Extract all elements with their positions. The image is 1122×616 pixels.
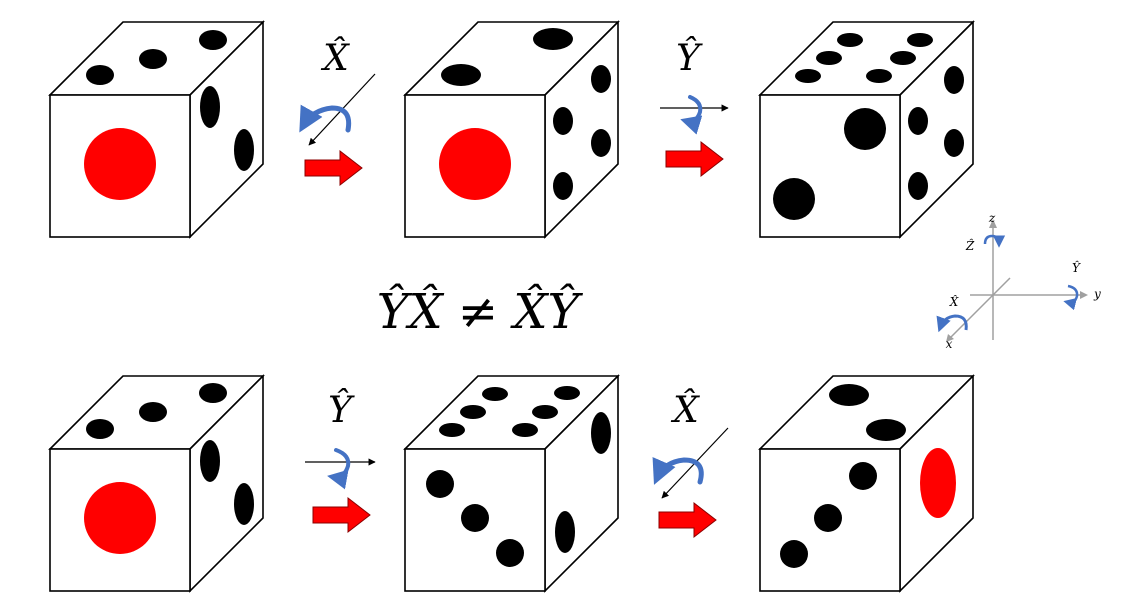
rotation-arrow-icon — [680, 95, 703, 135]
y-axis-arrowhead — [1080, 291, 1088, 299]
pip — [200, 440, 220, 482]
pip — [844, 108, 886, 150]
pip — [814, 504, 842, 532]
step-arrow-icon — [665, 140, 724, 178]
z-axis-arrowhead — [989, 219, 997, 228]
pip — [773, 178, 815, 220]
pip — [866, 69, 892, 83]
pip — [200, 86, 220, 128]
operator-label: X̂ — [670, 388, 700, 431]
pip — [86, 419, 114, 439]
operator-label: Ŷ — [676, 37, 703, 79]
pip — [461, 504, 489, 532]
pip — [829, 384, 869, 406]
step-arrow-icon — [304, 149, 363, 187]
y-axis-label: y — [1093, 287, 1101, 301]
operator-label: Ŷ — [328, 389, 355, 431]
pip — [944, 129, 964, 157]
pip — [555, 511, 575, 553]
pip — [908, 107, 928, 135]
pip — [554, 386, 580, 400]
die-row2-initial — [48, 374, 265, 593]
die-row2-after-yx — [758, 374, 975, 593]
pip — [426, 470, 454, 498]
pip — [816, 51, 842, 65]
step-arrow-icon — [658, 501, 717, 539]
pip — [944, 66, 964, 94]
pip — [532, 405, 558, 419]
transition-row2-y: Ŷ — [305, 389, 376, 534]
pip — [795, 69, 821, 83]
pip — [533, 28, 573, 50]
pip — [908, 172, 928, 200]
die-row1-initial — [48, 20, 265, 239]
red-pip — [920, 448, 956, 518]
pip — [907, 33, 933, 47]
x-axis-label: x — [946, 337, 953, 351]
x-rotation-icon — [936, 314, 968, 333]
y-rotation-icon — [1063, 284, 1079, 311]
step-arrow-icon — [312, 496, 371, 534]
axis-legend: z y x Ẑ Ŷ X̂ — [936, 211, 1101, 351]
red-pip — [84, 482, 156, 554]
pip — [837, 33, 863, 47]
pip — [86, 65, 114, 85]
x-operator-label: X̂ — [949, 294, 959, 309]
rotation-arrow-icon — [327, 448, 351, 490]
x-axis-line — [949, 277, 1011, 339]
pip — [460, 405, 486, 419]
pip — [199, 383, 227, 403]
pip — [553, 107, 573, 135]
red-pip — [84, 128, 156, 200]
y-operator-label: Ŷ — [1072, 260, 1081, 275]
transition-row2-x: X̂ — [652, 388, 729, 539]
pip — [439, 423, 465, 437]
red-pip — [439, 128, 511, 200]
pip — [199, 30, 227, 50]
x-axis-arrowhead — [946, 334, 954, 342]
pip — [591, 129, 611, 157]
transition-row1-x: X̂ — [299, 36, 376, 187]
pip — [139, 402, 167, 422]
pip — [890, 51, 916, 65]
z-operator-label: Ẑ — [965, 238, 975, 253]
pip — [849, 462, 877, 490]
pip — [591, 65, 611, 93]
pip — [496, 539, 524, 567]
die-row1-after-xy — [758, 20, 975, 239]
operator-label: X̂ — [320, 36, 350, 79]
rotation-arrow-icon — [299, 104, 352, 133]
die-row1-after-x — [403, 20, 620, 239]
non-commutation-equation: ŶX̂ ≠ X̂Ŷ — [377, 282, 584, 340]
pip — [553, 172, 573, 200]
pip — [234, 483, 254, 525]
pip — [441, 64, 481, 86]
pip — [139, 49, 167, 69]
pip — [866, 419, 906, 441]
z-axis-label: z — [988, 211, 996, 225]
pip — [780, 540, 808, 568]
pip — [482, 387, 508, 401]
transition-row1-y: Ŷ — [660, 37, 729, 178]
pip — [234, 129, 254, 171]
pip — [591, 412, 611, 454]
die-row2-after-y — [403, 374, 620, 593]
z-rotation-icon — [983, 234, 1006, 248]
pip — [512, 423, 538, 437]
rotation-arrow-icon — [652, 456, 704, 485]
